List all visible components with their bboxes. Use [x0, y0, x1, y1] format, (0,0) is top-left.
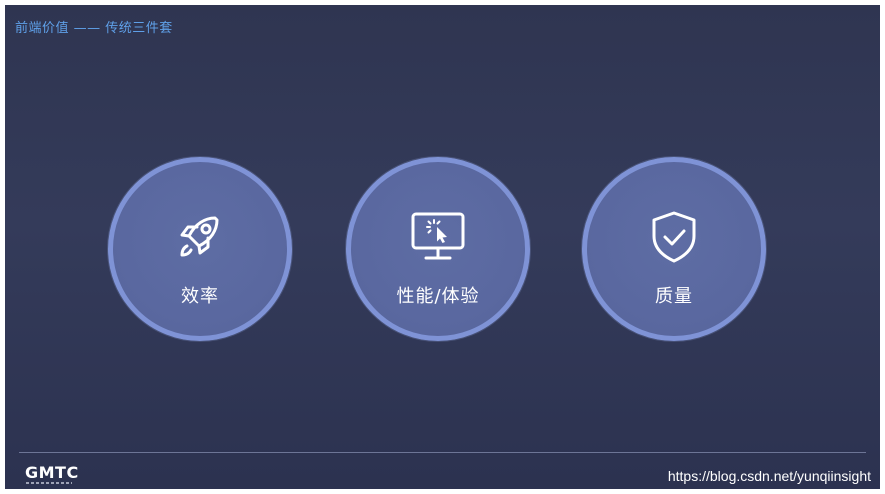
efficiency-label: 效率 — [181, 286, 219, 307]
quality-circle: 质量 — [582, 157, 766, 341]
gmtc-logo: GMTC — [25, 463, 79, 482]
efficiency-circle: 效率 — [108, 157, 292, 341]
quality-label: 质量 — [655, 286, 693, 307]
slide: 前端价值 —— 传统三件套 效率 — [5, 5, 880, 489]
slide-title: 前端价值 —— 传统三件套 — [15, 21, 173, 36]
performance-label: 性能/体验 — [396, 286, 480, 307]
logo-tagline — [26, 482, 72, 484]
monitor-cursor-icon — [411, 212, 465, 260]
footer-divider — [19, 452, 866, 453]
performance-circle: 性能/体验 — [346, 157, 530, 341]
shield-check-icon — [652, 211, 696, 263]
rocket-icon — [180, 216, 219, 257]
watermark-url: https://blog.csdn.net/yunqiinsight — [667, 468, 871, 484]
